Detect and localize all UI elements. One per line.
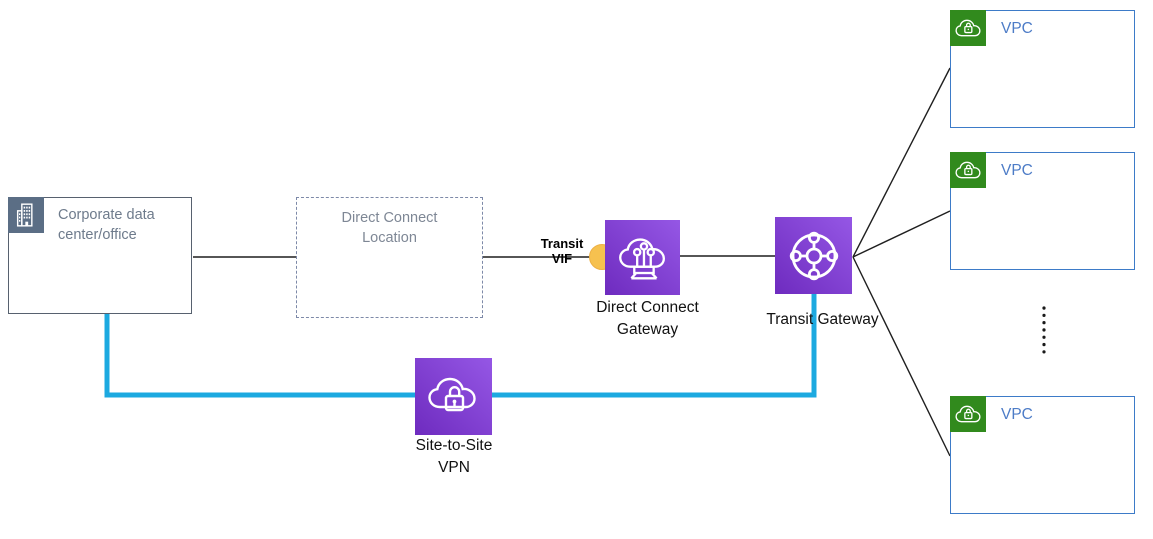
link-tgw-vpc3 <box>852 256 951 457</box>
site-to-site-vpn-label: Site-to-Site VPN <box>415 437 493 476</box>
vpc-label: VPC <box>1001 406 1033 423</box>
vpc-label: VPC <box>1001 162 1033 179</box>
corporate-label: Corporate data center/office <box>58 207 155 243</box>
corporate-data-center-box[interactable]: Corporate data center/office <box>8 197 192 314</box>
link-tgw-vpc2 <box>852 210 951 258</box>
direct-connect-location-label: Direct Connect Location <box>341 210 438 246</box>
building-icon <box>8 197 44 233</box>
vpc-cloud-lock-icon <box>950 10 986 46</box>
transit-gateway-icon[interactable] <box>775 217 852 294</box>
direct-connect-gateway-label: Direct Connect Gateway <box>596 299 699 338</box>
transit-vif-label: Transit VIF <box>540 236 584 267</box>
vpc-box-3[interactable]: VPC <box>950 396 1135 514</box>
vpc-box-1[interactable]: VPC <box>950 10 1135 128</box>
vpc-cloud-lock-icon <box>950 152 986 188</box>
link-tgw-vpc1 <box>852 67 951 258</box>
vpc-label: VPC <box>1001 20 1033 37</box>
vpc-cloud-lock-icon <box>950 396 986 432</box>
site-to-site-vpn-icon[interactable] <box>415 358 492 435</box>
transit-gateway-label: Transit Gateway <box>766 311 879 328</box>
direct-connect-location-box[interactable]: Direct Connect Location <box>296 197 483 318</box>
vpc-box-2[interactable]: VPC <box>950 152 1135 270</box>
direct-connect-gateway-icon[interactable] <box>605 220 680 295</box>
